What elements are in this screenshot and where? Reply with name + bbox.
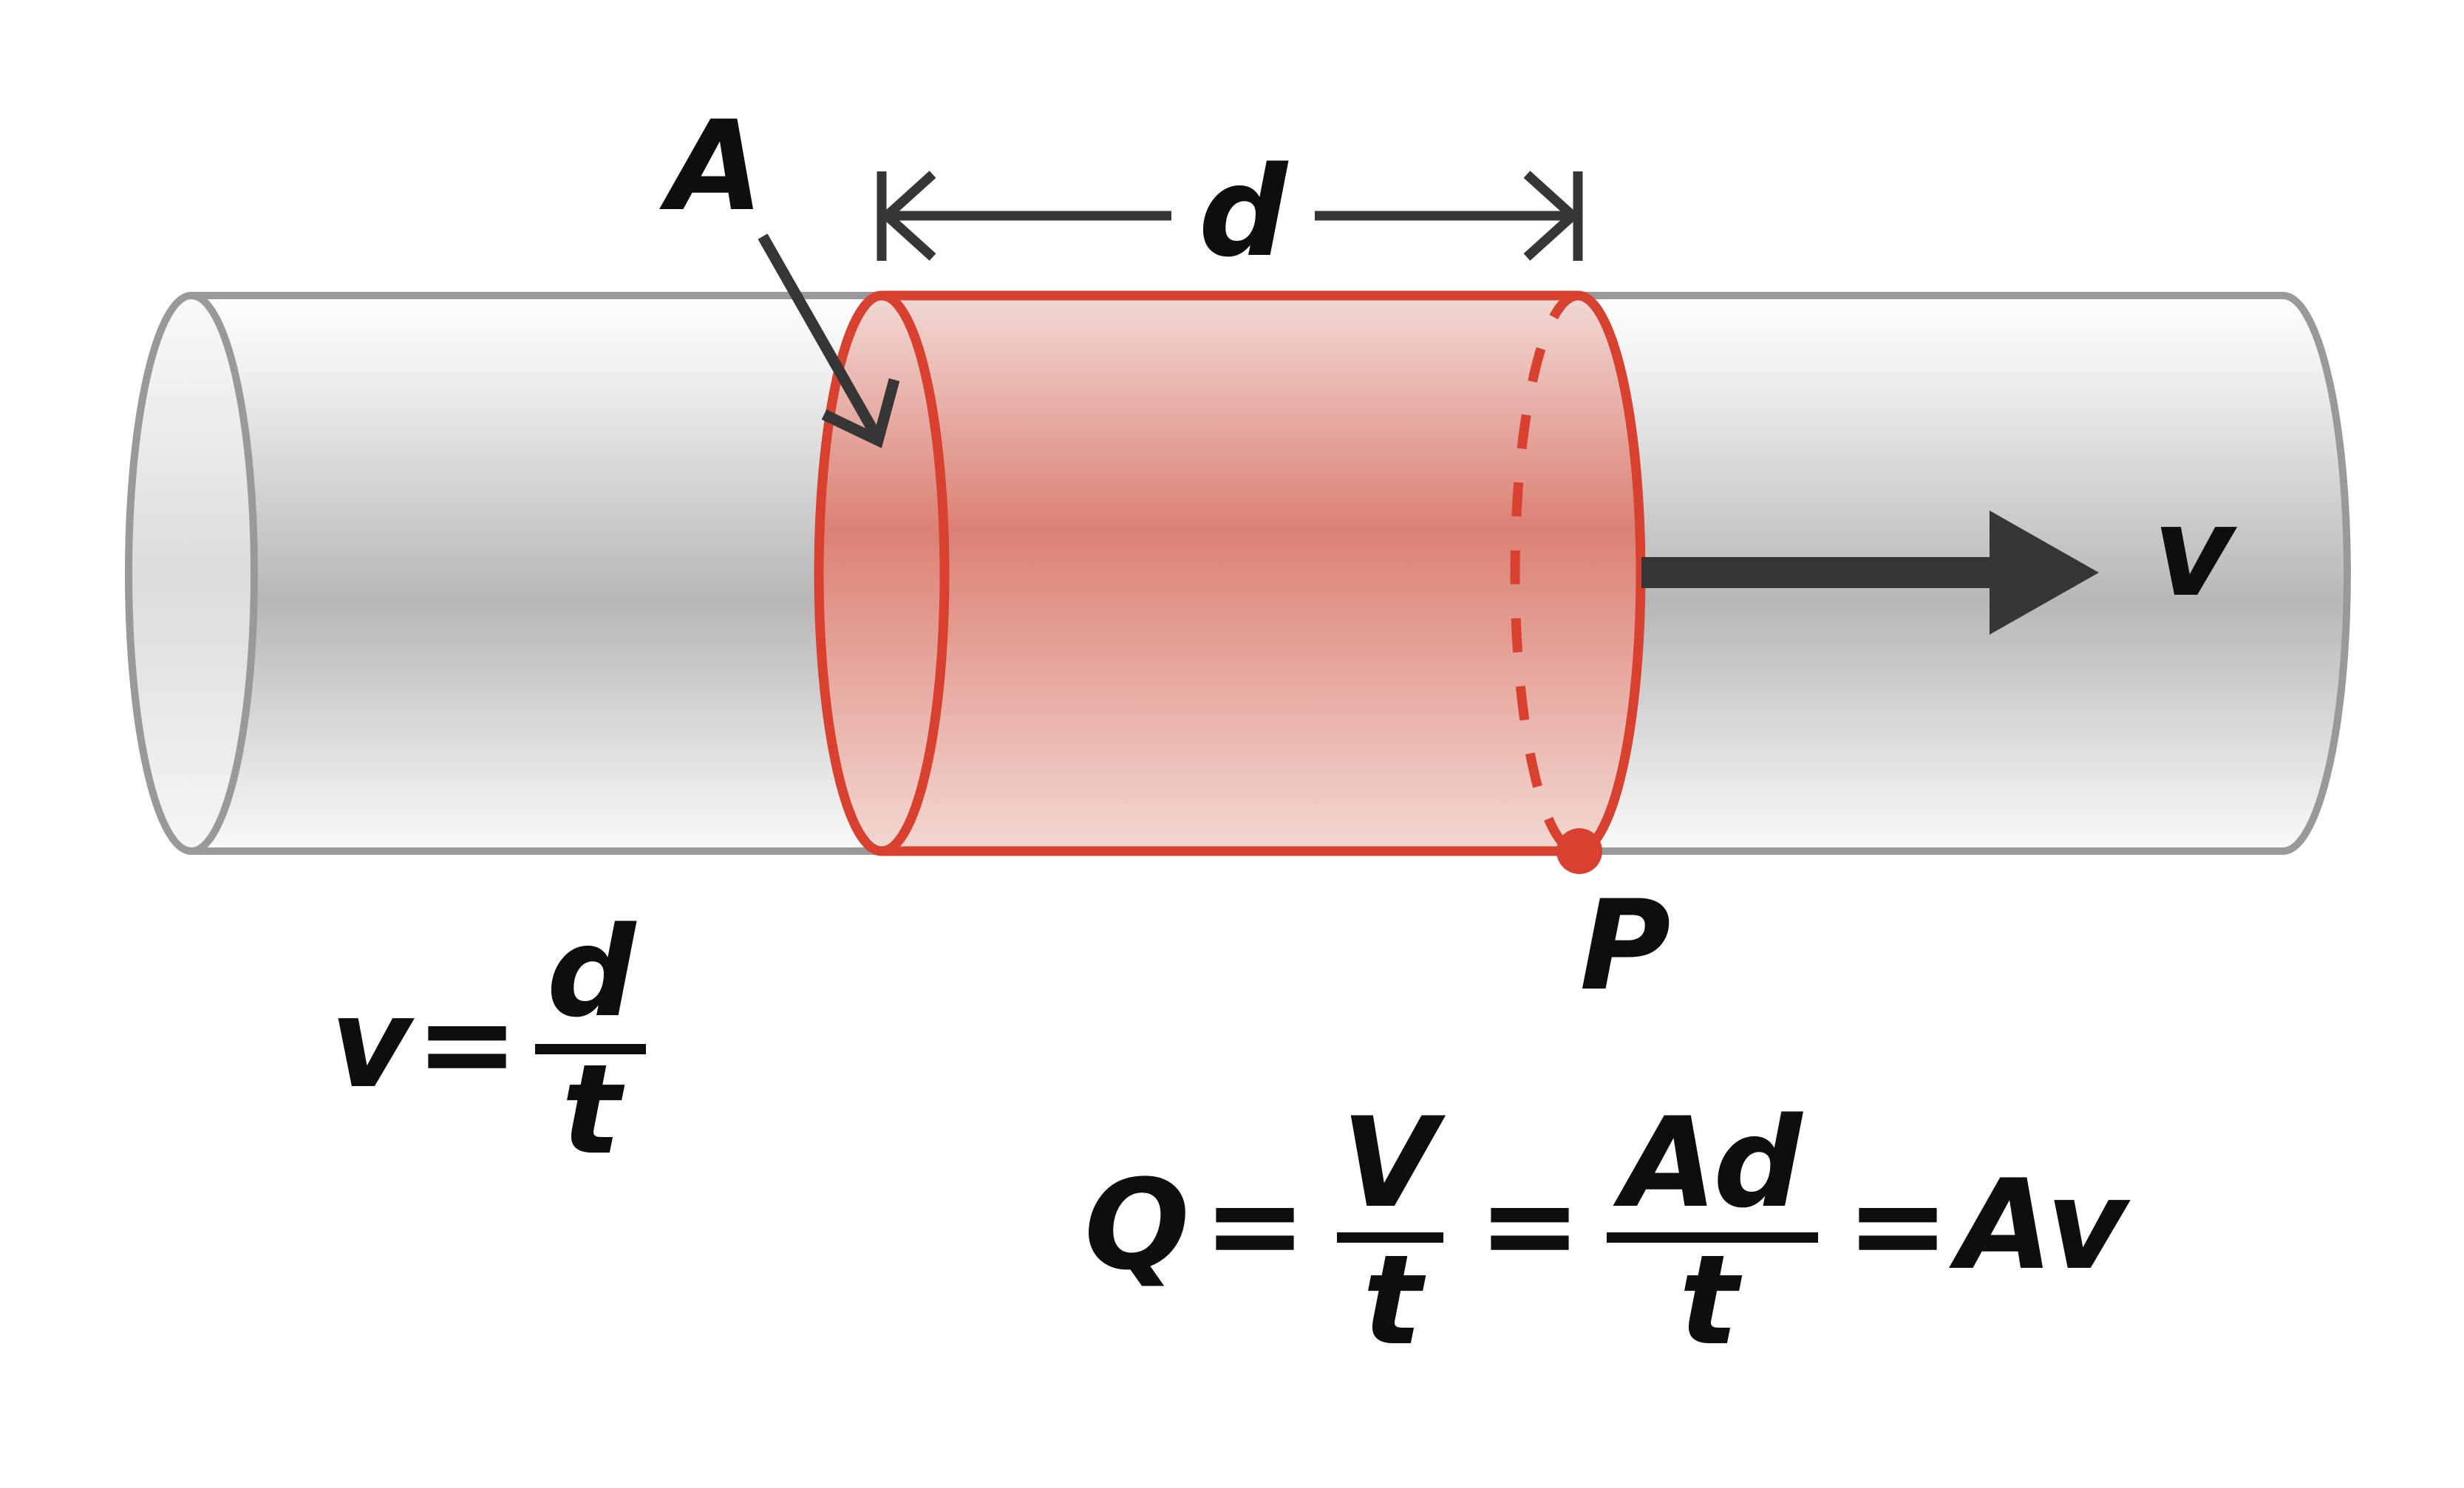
point-p-dot (1556, 828, 1602, 874)
dimension-arrowhead-left-icon (879, 171, 936, 261)
area-label: A (659, 94, 763, 239)
speed-formula-numerator: d (547, 900, 637, 1045)
dimension-arrowhead-right-icon (1523, 171, 1580, 261)
velocity-label: v (2153, 479, 2237, 624)
flow-formula-frac2-denominator: t (1679, 1228, 1743, 1373)
pipe-left-end-cap (125, 292, 258, 855)
flow-formula-frac1-bar (1337, 1232, 1443, 1243)
flow-formula-frac1-numerator: V (1341, 1091, 1446, 1235)
flow-formula-rhs: Av (1949, 1153, 2131, 1297)
point-label: P (1579, 873, 1670, 1018)
speed-formula-denominator: t (562, 1037, 625, 1182)
fluid-back-edge-dashed (1510, 290, 1579, 856)
area-pointer-arrowhead-icon (821, 378, 900, 448)
flow-formula-lhs: Q (1084, 1153, 1190, 1297)
speed-formula: v = d t (330, 900, 646, 1182)
speed-formula-lhs: v (330, 971, 415, 1116)
fluid-outline (882, 290, 1646, 856)
area-pointer-line (758, 233, 883, 442)
distance-label: d (1199, 140, 1289, 284)
flow-formula-equals-1: = (1203, 1153, 1307, 1297)
speed-formula-equals: = (415, 971, 520, 1116)
flow-formula-equals-3: = (1846, 1153, 1950, 1297)
flow-formula-frac2-bar (1607, 1232, 1818, 1243)
flow-formula-frac2-numerator: Ad (1613, 1091, 1803, 1235)
fluid-cylinder-body (819, 296, 1641, 851)
flow-rate-formula: Q = V t = Ad t = Av (1084, 1091, 2131, 1373)
flow-formula-equals-2: = (1478, 1153, 1582, 1297)
flow-formula-frac1-denominator: t (1363, 1228, 1426, 1373)
fluid-front-face (814, 290, 950, 856)
velocity-arrow (1641, 511, 2099, 635)
distance-dimension (877, 171, 1583, 261)
speed-formula-fraction-bar (535, 1044, 646, 1054)
